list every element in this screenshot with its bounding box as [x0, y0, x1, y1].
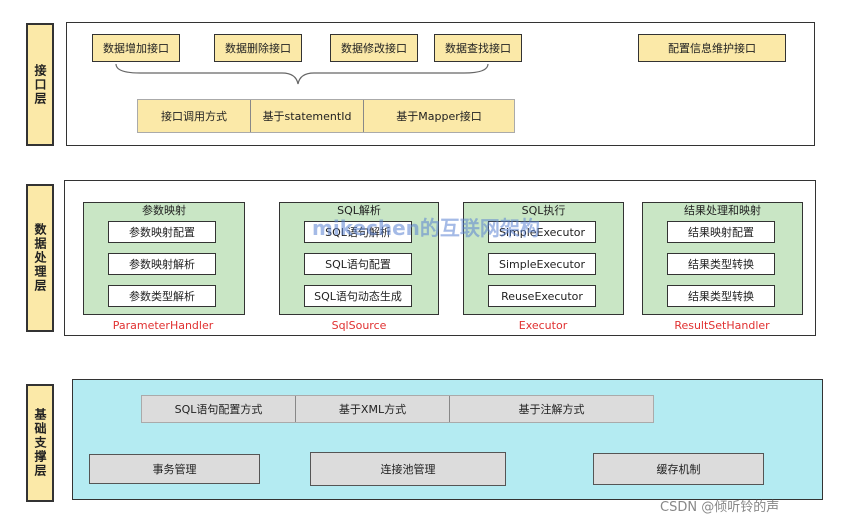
module-title: 参数映射: [142, 204, 186, 217]
handler-label: SqlSource: [331, 319, 387, 332]
transaction-management: 事务管理: [89, 454, 260, 484]
interface-layer-label: 接口层: [26, 23, 54, 146]
module-item: ReuseExecutor: [488, 285, 596, 307]
xml-based: 基于XML方式: [296, 396, 450, 422]
cache-mechanism: 缓存机制: [593, 453, 764, 485]
module-title: SQL执行: [521, 204, 566, 217]
watermark: mikechen的互联网架构: [312, 216, 540, 240]
api-config: 配置信息维护接口: [638, 34, 786, 62]
module-param-mapping: 参数映射 参数映射配置 参数映射解析 参数类型解析: [83, 202, 245, 315]
handler-label: ParameterHandler: [112, 319, 214, 332]
module-item: 结果类型转换: [667, 253, 775, 275]
module-item: SimpleExecutor: [488, 253, 596, 275]
api-query: 数据查找接口: [434, 34, 522, 62]
module-item: SQL语句解析: [304, 221, 412, 243]
brace-connector: [115, 63, 489, 85]
module-item: SimpleExecutor: [488, 221, 596, 243]
sql-config-method: SQL语句配置方式: [142, 396, 296, 422]
invoke-methods-bar: 接口调用方式 基于statementId 基于Mapper接口: [137, 99, 515, 133]
api-update: 数据修改接口: [330, 34, 418, 62]
module-title: 结果处理和映射: [684, 204, 761, 217]
module-item: 参数类型解析: [108, 285, 216, 307]
connection-pool-management: 连接池管理: [310, 452, 506, 486]
module-item: 结果类型转换: [667, 285, 775, 307]
module-item: 参数映射解析: [108, 253, 216, 275]
module-sql-exec: SQL执行 SimpleExecutor SimpleExecutor Reus…: [463, 202, 624, 315]
data-layer-label: 数据处理层: [26, 184, 54, 332]
module-item: SQL语句动态生成: [304, 285, 412, 307]
api-add: 数据增加接口: [92, 34, 180, 62]
config-methods-bar: SQL语句配置方式 基于XML方式 基于注解方式: [141, 395, 654, 423]
credit-label: CSDN @倾听铃的声: [660, 500, 780, 515]
module-item: 参数映射配置: [108, 221, 216, 243]
invoke-method-label: 接口调用方式: [138, 100, 251, 132]
api-delete: 数据删除接口: [214, 34, 302, 62]
annotation-based: 基于注解方式: [518, 403, 585, 416]
invoke-by-statement-id: 基于statementId: [251, 100, 364, 132]
base-layer-label: 基础支撑层: [26, 384, 54, 502]
module-sql-parse: SQL解析 SQL语句解析 SQL语句配置 SQL语句动态生成: [279, 202, 439, 315]
module-result-mapping: 结果处理和映射 结果映射配置 结果类型转换 结果类型转换: [642, 202, 803, 315]
invoke-by-mapper: 基于Mapper接口: [396, 110, 482, 123]
handler-label: Executor: [518, 319, 568, 332]
module-item: SQL语句配置: [304, 253, 412, 275]
module-title: SQL解析: [337, 204, 381, 217]
handler-label: ResultSetHandler: [674, 319, 770, 332]
module-item: 结果映射配置: [667, 221, 775, 243]
